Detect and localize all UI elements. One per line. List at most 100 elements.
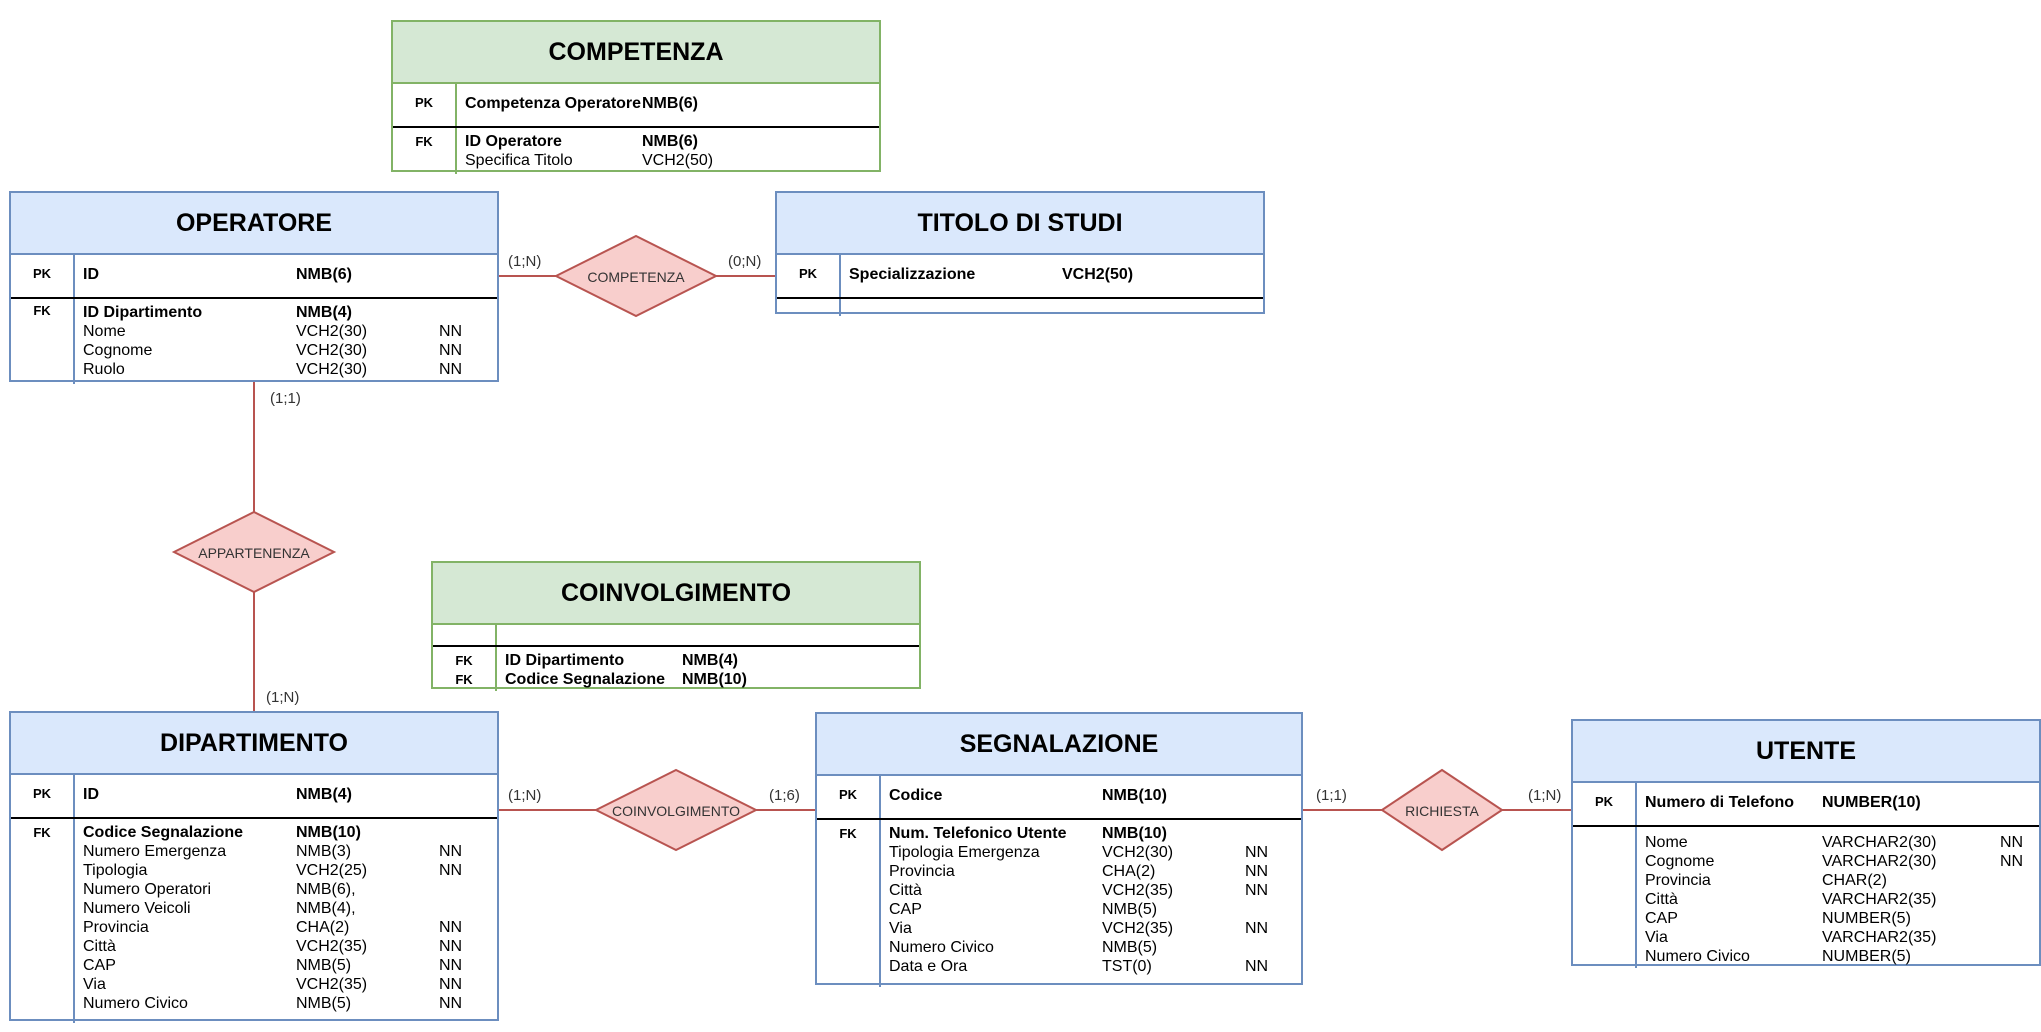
attr-name: Tipologia Emergenza — [889, 844, 1040, 861]
attr-type: NMB(5) — [296, 995, 352, 1012]
attr-name: Cognome — [83, 342, 153, 359]
attr-type: VARCHAR2(35) — [1822, 891, 1937, 908]
attr-type: NMB(5) — [296, 957, 352, 974]
attr-name: Provincia — [889, 863, 955, 880]
pk-badge: PK — [393, 84, 457, 126]
table-titolo-di-studi-attr-section — [777, 299, 1263, 316]
attr-type: NMB(10) — [296, 824, 361, 841]
rel-richiesta-diamond — [1380, 768, 1504, 852]
attr-name: Città — [1645, 891, 1678, 908]
attr-type: VCH2(30) — [296, 342, 368, 359]
attr-type: CHAR(2) — [1822, 872, 1887, 889]
fk-badge: FK — [817, 820, 881, 987]
attr-name: Competenza Operatore — [465, 95, 642, 112]
fk-badge: FK — [393, 128, 457, 174]
attr-name: CAP — [1645, 910, 1678, 927]
attr-type: VARCHAR2(30) — [1822, 834, 1937, 851]
attr-name: Num. Telefonico Utente — [889, 825, 1067, 842]
attr-type: VCH2(30) — [296, 361, 368, 378]
attr-constraint: NN — [1245, 882, 1269, 899]
card-coinvolgimento-left: (1;N) — [508, 787, 542, 804]
attr-type: NMB(5) — [1102, 939, 1158, 956]
attr-constraint: NN — [439, 976, 463, 993]
attr-type: VCH2(35) — [1102, 920, 1174, 937]
rel-coinvolgimento-label: COINVOLGIMENTO — [611, 803, 741, 819]
attr-constraint: NN — [1245, 844, 1269, 861]
attr-name: Numero Civico — [83, 995, 188, 1012]
attr-row: Numero Civico NMB(5) — [889, 938, 1301, 957]
attr-name: Numero Civico — [889, 939, 994, 956]
attr-type: TST(0) — [1102, 958, 1152, 975]
attr-type: NMB(4), — [296, 900, 356, 917]
attr-type: NMB(10) — [1102, 825, 1167, 842]
attr-constraint: NN — [1245, 863, 1269, 880]
attr-name: ID — [83, 266, 99, 283]
table-operatore-title: OPERATORE — [11, 193, 497, 255]
attr-constraint: NN — [439, 361, 463, 378]
attr-type: NUMBER(10) — [1822, 794, 1921, 811]
table-segnalazione-attr-section: FK Num. Telefonico Utente NMB(10) Tipolog… — [817, 820, 1301, 987]
attr-name: Numero Civico — [1645, 948, 1750, 965]
pk-badge: PK — [11, 775, 75, 817]
rel-competenza-diamond — [553, 234, 719, 318]
attr-constraint: NN — [439, 938, 463, 955]
card-competenza-left: (1;N) — [508, 253, 542, 270]
attr-type: NMB(6) — [642, 95, 698, 112]
attr-name: ID Dipartimento — [505, 652, 625, 669]
rel-richiesta-label: RICHIESTA — [1405, 803, 1479, 819]
attr-constraint: NN — [439, 342, 463, 359]
attr-type: NMB(10) — [682, 671, 747, 688]
attr-name: Codice Segnalazione — [83, 824, 244, 841]
attr-constraint: NN — [439, 995, 463, 1012]
attr-name: Tipologia — [83, 862, 148, 879]
attr-constraint: NN — [439, 919, 463, 936]
attr-name: CAP — [889, 901, 922, 918]
attr-name: Codice — [889, 787, 943, 804]
card-richiesta-right: (1;N) — [1528, 787, 1562, 804]
table-segnalazione-title: SEGNALAZIONE — [817, 714, 1301, 776]
attr-name: Città — [889, 882, 922, 899]
attr-name: Provincia — [83, 919, 149, 936]
attr-type: NMB(4) — [296, 786, 352, 803]
attr-constraint: NN — [439, 957, 463, 974]
attr-constraint: NN — [439, 862, 463, 879]
attr-name: Numero Emergenza — [83, 843, 227, 860]
attr-name: Data e Ora — [889, 958, 968, 975]
attr-type: CHA(2) — [1102, 863, 1156, 880]
attr-name: Nome — [1645, 834, 1688, 851]
rel-coinvolgimento-diamond — [593, 768, 759, 852]
fk-badge: FK — [11, 299, 75, 384]
attr-type: VCH2(35) — [1102, 882, 1174, 899]
attr-type: VCH2(30) — [1102, 844, 1174, 861]
attr-name: ID Operatore — [465, 133, 562, 150]
attr-name: Via — [1645, 929, 1668, 946]
fk-badge: FK — [455, 672, 473, 687]
